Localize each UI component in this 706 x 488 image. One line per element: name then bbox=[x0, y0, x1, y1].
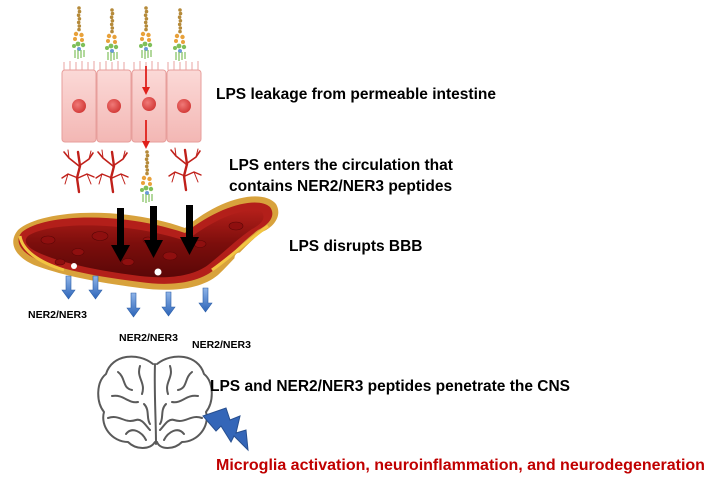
intestinal-epithelium-icon bbox=[61, 61, 202, 143]
peptide-label: NER2/NER3 bbox=[119, 332, 178, 344]
capillary-icon bbox=[60, 148, 96, 194]
capillaries bbox=[60, 146, 203, 204]
lps-molecule-icon bbox=[71, 5, 86, 60]
capillary-icon bbox=[94, 148, 130, 194]
peptide-label: NER2/NER3 bbox=[28, 309, 87, 321]
brain-icon bbox=[97, 355, 213, 449]
step-intestinal-leakage-label: LPS leakage from permeable intestine bbox=[216, 86, 496, 103]
lps-leakage-arrows bbox=[142, 66, 150, 149]
lps-molecule-icon bbox=[139, 149, 154, 204]
lps-molecule-icon bbox=[138, 5, 153, 60]
lps-molecule-icon bbox=[172, 7, 187, 62]
capillary-icon bbox=[167, 146, 203, 192]
lps-entry-arrows bbox=[111, 205, 199, 262]
lps-molecules bbox=[71, 5, 187, 62]
step-cns-penetration-label: LPS and NER2/NER3 peptides penetrate the… bbox=[210, 378, 571, 395]
step-circulation-label-line2: contains NER2/NER3 peptides bbox=[229, 178, 453, 195]
step-bbb-disruption-label: LPS disrupts BBB bbox=[289, 238, 423, 255]
peptide-label: NER2/NER3 bbox=[192, 339, 251, 351]
lightning-icon bbox=[202, 407, 249, 452]
outcome-neurodegeneration-label: Microglia activation, neuroinflammation,… bbox=[216, 457, 705, 474]
step-circulation-label-line1: LPS enters the circulation that bbox=[229, 157, 453, 174]
peptide-leak-arrows bbox=[61, 275, 213, 318]
lps-molecule-icon bbox=[104, 7, 119, 62]
